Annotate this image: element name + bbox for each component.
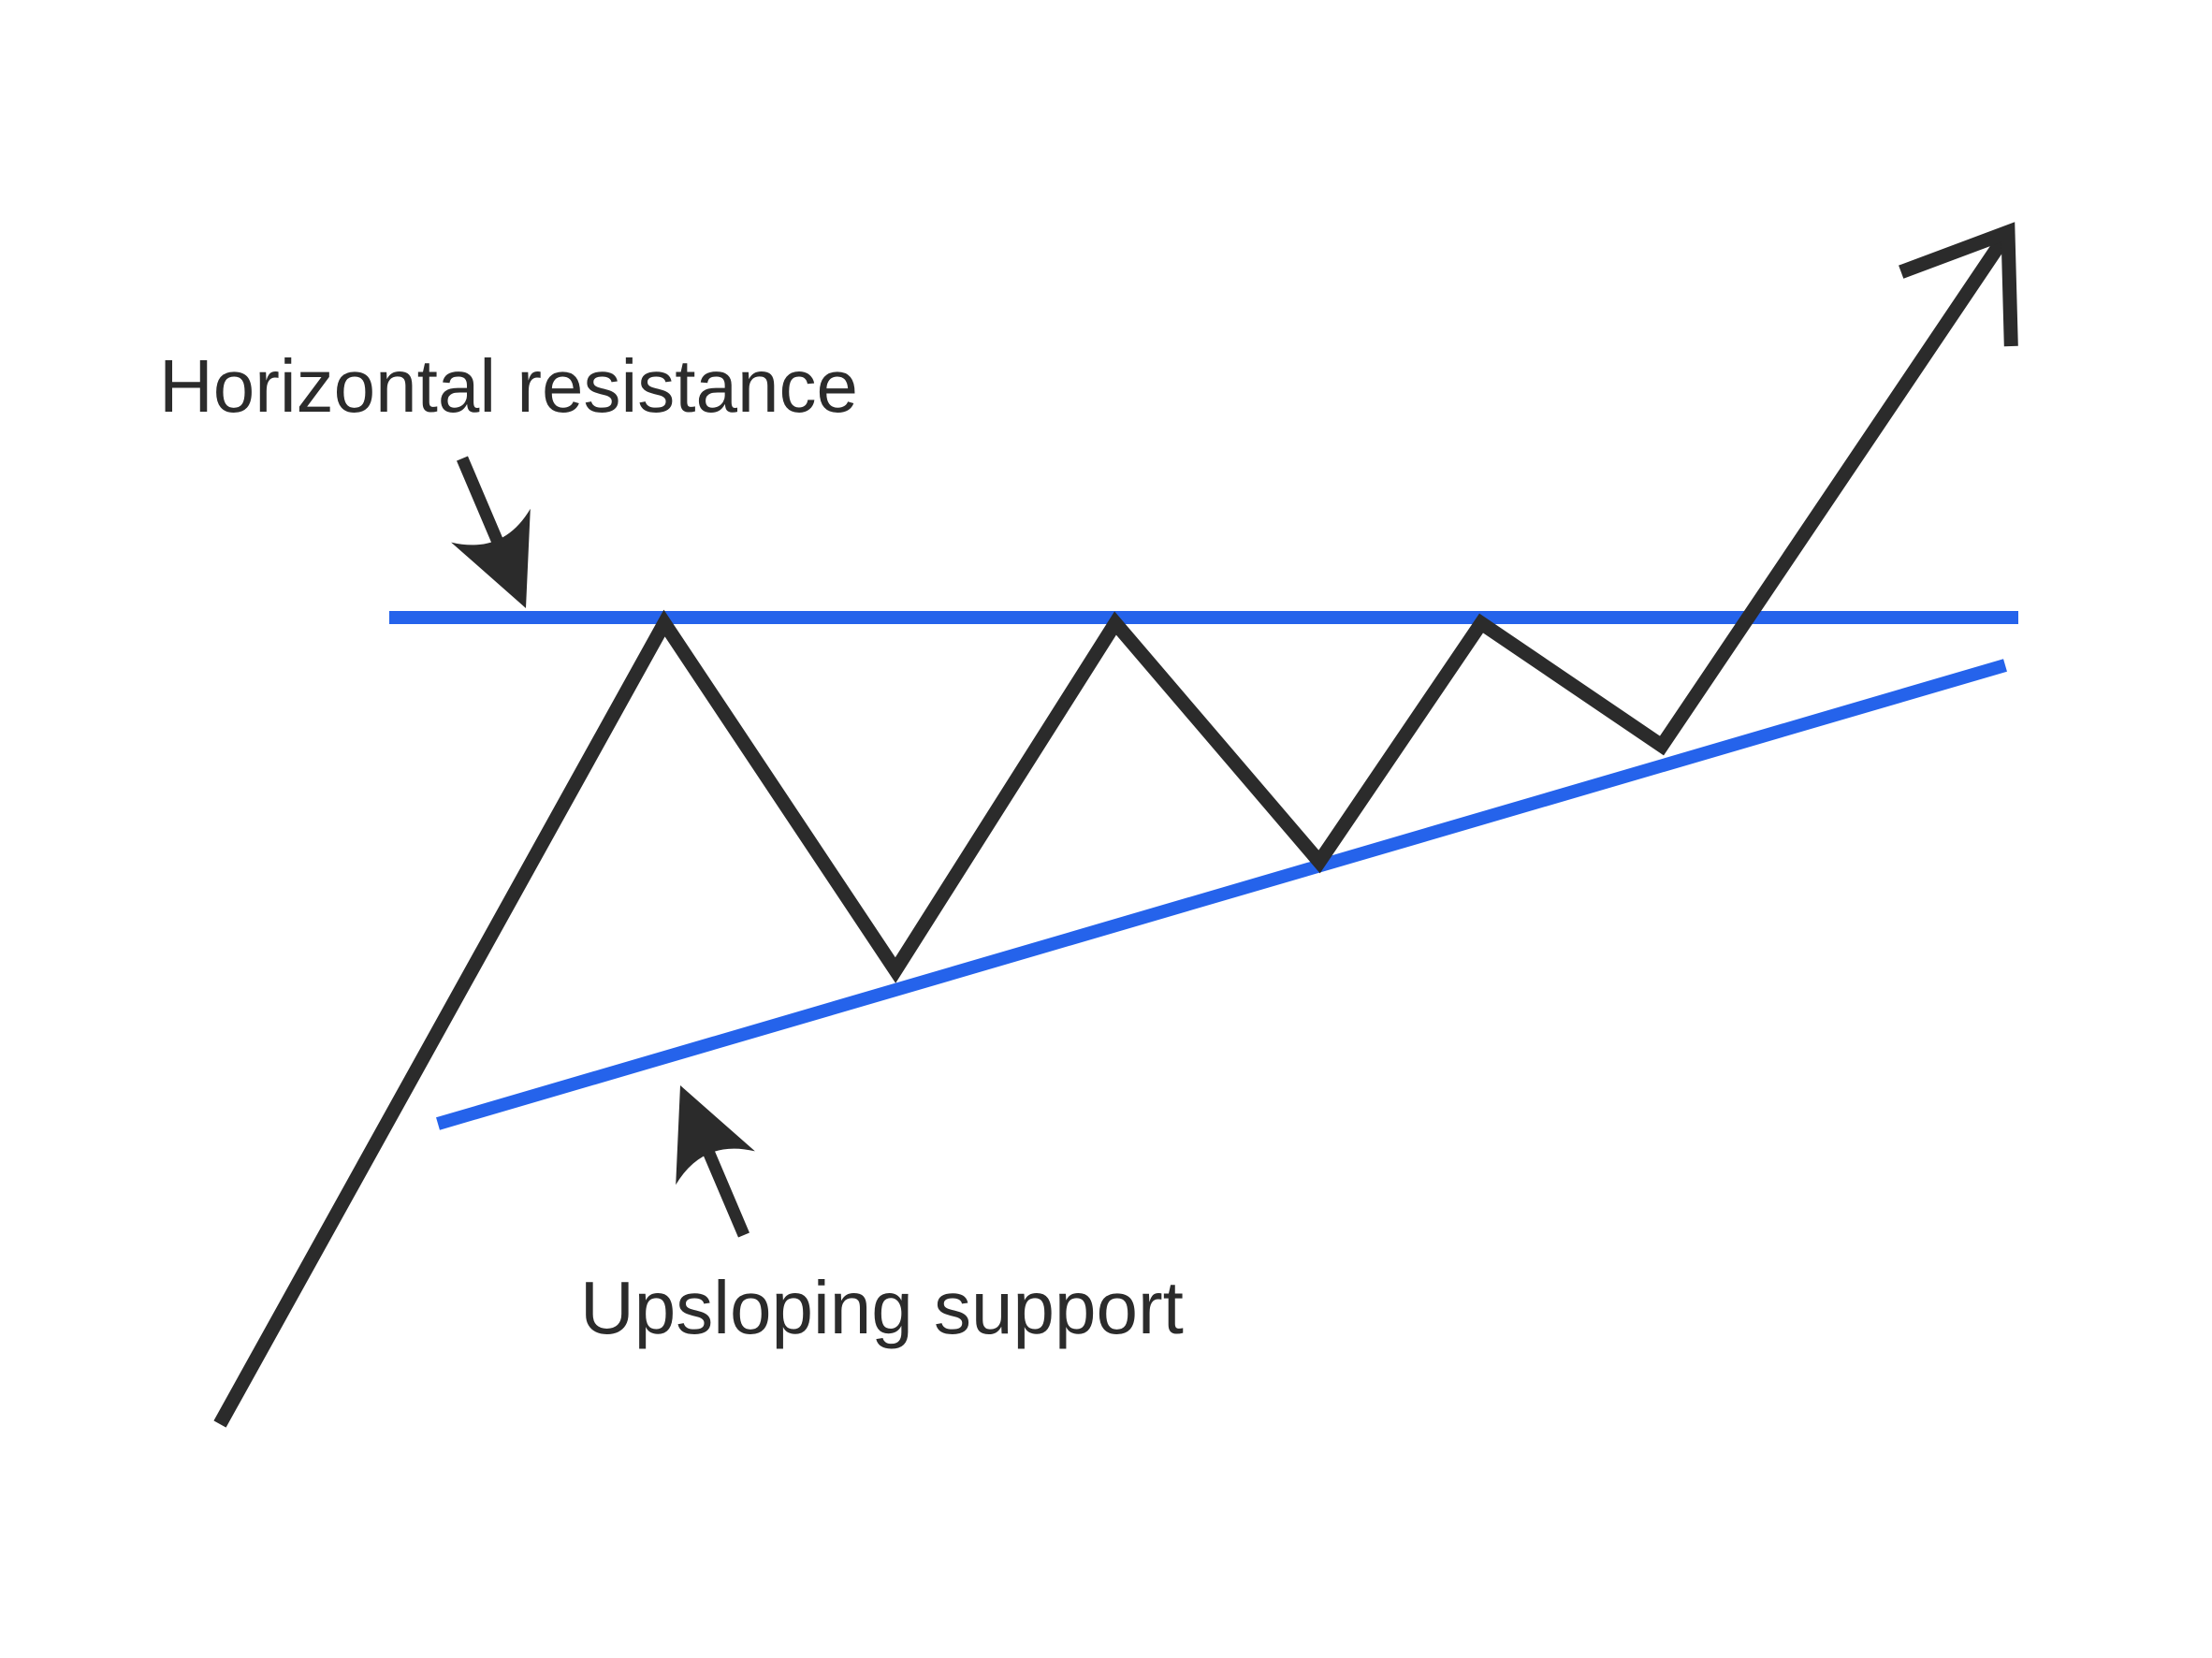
support-arrow-head-icon <box>676 1085 755 1185</box>
breakout-arrow-icon <box>1899 222 2018 347</box>
horizontal-resistance-label: Horizontal resistance <box>159 344 858 428</box>
resistance-arrow-head-icon <box>451 508 531 608</box>
price-action-polyline <box>213 227 2015 1428</box>
upsloping-support-annotation: Upsloping support <box>580 1085 1184 1349</box>
upsloping-support-label: Upsloping support <box>580 1266 1184 1349</box>
upsloping-support-line <box>436 659 2007 1130</box>
support-arrow-shaft <box>703 1150 749 1238</box>
resistance-arrow-shaft <box>457 456 503 544</box>
horizontal-resistance-annotation: Horizontal resistance <box>159 344 858 608</box>
